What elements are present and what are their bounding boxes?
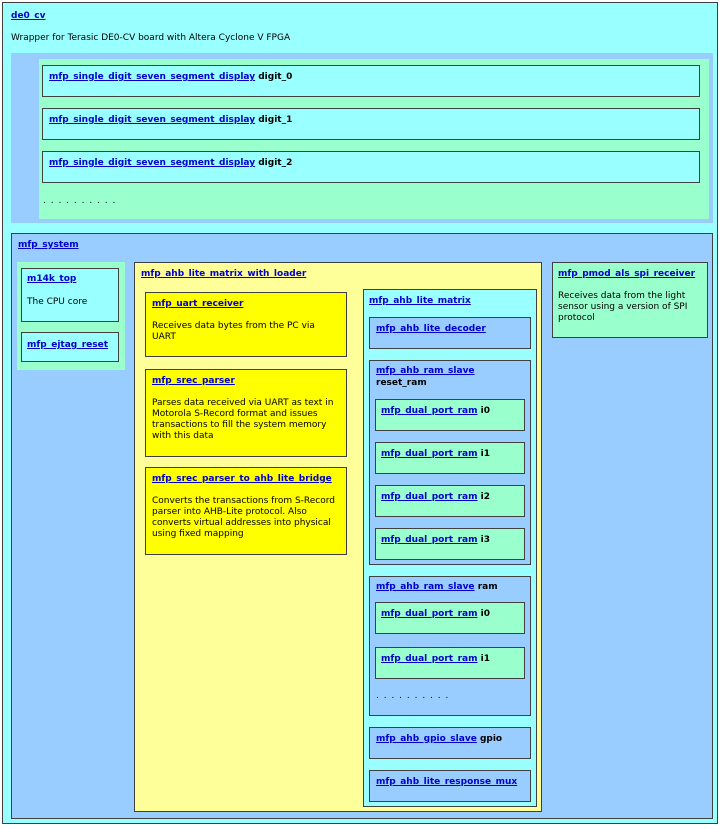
ram-port-0: mfp_dual_port_ram i0 <box>375 602 525 634</box>
digit-1-module-link[interactable]: mfp_single_digit_seven_segment_display <box>49 115 256 125</box>
de0-cv-description: Wrapper for Terasic DE0-CV board with Al… <box>11 33 291 43</box>
uart-description: Receives data bytes from the PC via UART <box>152 321 315 342</box>
reset-ram-port-2-link[interactable]: mfp_dual_port_ram <box>381 492 478 502</box>
digit-0-box: mfp_single_digit_seven_segment_display d… <box>42 65 700 97</box>
srec-parser-link[interactable]: mfp_srec_parser <box>152 376 235 386</box>
ejtag-box: mfp_ejtag_reset <box>21 332 119 362</box>
cpu-region: m14k_top The CPU core mfp_ejtag_reset <box>17 262 125 370</box>
uart-box: mfp_uart_receiver Receives data bytes fr… <box>145 292 347 357</box>
ram-port-1-link[interactable]: mfp_dual_port_ram <box>381 654 478 664</box>
digit-1-instance: digit_1 <box>258 115 293 125</box>
digit-2-module-link[interactable]: mfp_single_digit_seven_segment_display <box>49 158 256 168</box>
ram-port-1-instance: i1 <box>480 654 490 664</box>
loader-box: mfp_ahb_lite_matrix_with_loader mfp_uart… <box>134 262 542 812</box>
digit-1-box: mfp_single_digit_seven_segment_display d… <box>42 108 700 140</box>
pmod-description: Receives data from the light sensor usin… <box>558 291 688 323</box>
reset-ram-instance: reset_ram <box>376 378 427 388</box>
reset-ram-port-3-link[interactable]: mfp_dual_port_ram <box>381 535 478 545</box>
reset-ram-port-2: mfp_dual_port_ram i2 <box>375 485 525 517</box>
reset-ram-port-0-link[interactable]: mfp_dual_port_ram <box>381 406 478 416</box>
pmod-link[interactable]: mfp_pmod_als_spi_receiver <box>558 269 696 279</box>
gpio-instance: gpio <box>479 734 503 744</box>
reset-ram-port-2-instance: i2 <box>480 492 490 502</box>
gpio-box: mfp_ahb_gpio_slave gpio <box>369 727 531 759</box>
digits-ellipsis: . . . . . . . . . . <box>43 196 117 206</box>
mfp-system-box: mfp_system m14k_top The CPU core mfp_ejt… <box>11 233 713 819</box>
m14k-top-link[interactable]: m14k_top <box>27 274 77 284</box>
digit-2-instance: digit_2 <box>258 158 293 168</box>
m14k-top-description: The CPU core <box>27 297 88 307</box>
reset-ram-module-link[interactable]: mfp_ahb_ram_slave <box>376 366 475 376</box>
digit-0-module-link[interactable]: mfp_single_digit_seven_segment_display <box>49 72 256 82</box>
decoder-box: mfp_ahb_lite_decoder <box>369 317 531 349</box>
reset-ram-port-1: mfp_dual_port_ram i1 <box>375 442 525 474</box>
reset-ram-port-3-instance: i3 <box>480 535 490 545</box>
ram-ellipsis: . . . . . . . . . . <box>376 691 450 701</box>
ram-box: mfp_ahb_ram_slave ram mfp_dual_port_ram … <box>369 576 531 716</box>
decoder-link[interactable]: mfp_ahb_lite_decoder <box>376 324 486 334</box>
digits-inner: mfp_single_digit_seven_segment_display d… <box>39 59 709 219</box>
matrix-box: mfp_ahb_lite_matrix mfp_ahb_lite_decoder… <box>363 289 537 807</box>
bridge-box: mfp_srec_parser_to_ahb_lite_bridge Conve… <box>145 467 347 555</box>
srec-description: Parses data received via UART as text in… <box>152 398 334 441</box>
reset-ram-port-1-link[interactable]: mfp_dual_port_ram <box>381 449 478 459</box>
ram-port-1: mfp_dual_port_ram i1 <box>375 647 525 679</box>
bridge-description: Converts the transactions from S-Record … <box>152 496 336 539</box>
ejtag-reset-link[interactable]: mfp_ejtag_reset <box>27 340 109 350</box>
matrix-link[interactable]: mfp_ahb_lite_matrix <box>369 296 471 306</box>
reset-ram-port-0: mfp_dual_port_ram i0 <box>375 399 525 431</box>
loader-link[interactable]: mfp_ahb_lite_matrix_with_loader <box>141 269 307 279</box>
digit-2-box: mfp_single_digit_seven_segment_display d… <box>42 151 700 183</box>
reset-ram-box: mfp_ahb_ram_slave reset_ram mfp_dual_por… <box>369 360 531 565</box>
reset-ram-port-0-instance: i0 <box>480 406 490 416</box>
reset-ram-port-3: mfp_dual_port_ram i3 <box>375 528 525 560</box>
digits-region: mfp_single_digit_seven_segment_display d… <box>11 53 713 223</box>
reset-ram-port-1-instance: i1 <box>480 449 490 459</box>
srec-box: mfp_srec_parser Parses data received via… <box>145 369 347 457</box>
ram-instance: ram <box>477 582 498 592</box>
ram-port-0-instance: i0 <box>480 609 490 619</box>
response-mux-box: mfp_ahb_lite_response_mux <box>369 770 531 802</box>
ram-port-0-link[interactable]: mfp_dual_port_ram <box>381 609 478 619</box>
gpio-module-link[interactable]: mfp_ahb_gpio_slave <box>376 734 477 744</box>
de0-cv-link[interactable]: de0_cv <box>11 11 46 21</box>
response-mux-link[interactable]: mfp_ahb_lite_response_mux <box>376 777 518 787</box>
mfp-system-link[interactable]: mfp_system <box>18 240 79 250</box>
digit-0-instance: digit_0 <box>258 72 293 82</box>
uart-receiver-link[interactable]: mfp_uart_receiver <box>152 299 244 309</box>
pmod-box: mfp_pmod_als_spi_receiver Receives data … <box>552 262 708 338</box>
ram-module-link[interactable]: mfp_ahb_ram_slave <box>376 582 475 592</box>
m14k-top-box: m14k_top The CPU core <box>21 268 119 322</box>
bridge-link[interactable]: mfp_srec_parser_to_ahb_lite_bridge <box>152 474 332 484</box>
